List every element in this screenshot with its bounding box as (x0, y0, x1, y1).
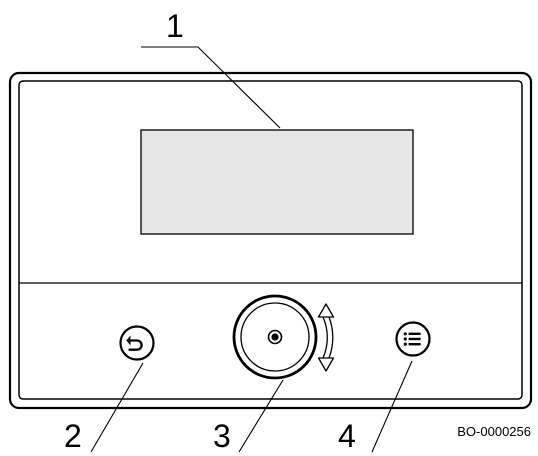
rotate-both-directions-icon (317, 303, 335, 372)
display-screen (140, 129, 414, 235)
back-button[interactable] (119, 325, 155, 361)
leader-lines (90, 46, 413, 453)
rotary-push-knob-icon (267, 329, 283, 345)
reference-code: BO-0000256 (457, 424, 531, 439)
menu-list-icon (403, 332, 421, 346)
leader-line-rotary-knob (238, 379, 284, 453)
device-housing-inner (18, 80, 523, 400)
leader-line-back-button (90, 362, 144, 453)
back-arrow-icon (126, 335, 143, 351)
callout-rotary-knob: 3 (213, 418, 231, 454)
menu-button[interactable] (395, 321, 431, 357)
device-housing-outer (8, 71, 533, 410)
leader-line-menu-button (371, 360, 413, 453)
rotary-knob[interactable] (232, 294, 318, 380)
callout-display: 1 (166, 8, 184, 44)
leader-line-display (141, 46, 281, 129)
callout-menu-button: 4 (338, 418, 356, 454)
callout-back-button: 2 (64, 418, 82, 454)
